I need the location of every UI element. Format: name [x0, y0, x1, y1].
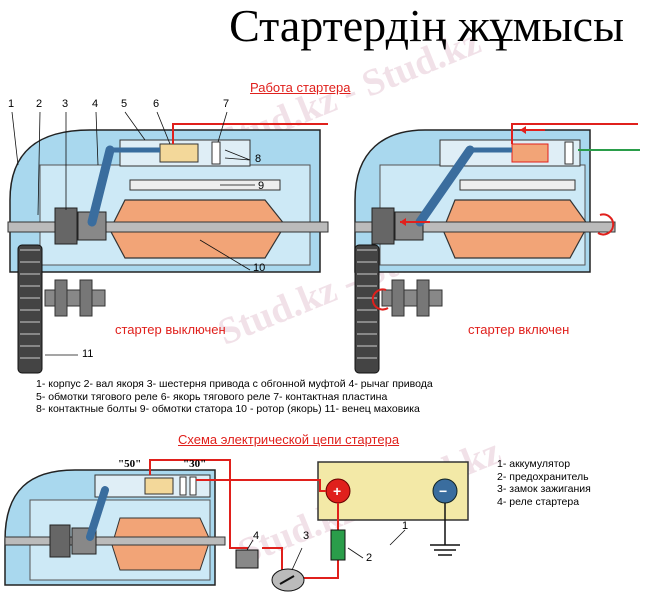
stator-winding-off — [129, 179, 281, 191]
circuit-legend-3: 3- замок зажигания — [497, 483, 591, 495]
callout-4: 4 — [92, 98, 99, 110]
legend-line-2: 5- обмотки тягового реле 6- якорь тягово… — [36, 390, 388, 403]
circuit-legend-1: 1- аккумулятор — [497, 458, 571, 470]
circuit-callout-2: 2 — [366, 552, 373, 564]
relay-armature-off — [159, 143, 199, 163]
battery-minus-sign: − — [439, 483, 447, 499]
callout-1: 1 — [8, 98, 15, 110]
rotation-arrow-2 — [371, 288, 389, 311]
ground-symbol — [430, 544, 460, 556]
red-wire-on — [511, 123, 638, 144]
wire-50-to-relay — [149, 459, 248, 549]
callout-7: 7 — [223, 98, 230, 110]
terminal-50-label: "50" — [118, 458, 142, 470]
legend-line-1: 1- корпус 2- вал якоря 3- шестерня приво… — [36, 378, 433, 390]
terminal-30-label: "30" — [183, 458, 207, 470]
armature-shaft-off — [7, 221, 329, 233]
fuse — [330, 529, 346, 561]
slide-title: Стартердің жұмысы — [229, 0, 624, 51]
battery-plus-sign: + — [333, 483, 341, 499]
drive-lever-off — [87, 145, 115, 227]
wire-fuse-down — [290, 560, 339, 579]
drive-lever-on — [415, 145, 475, 227]
contact-plate-off — [211, 141, 221, 165]
circuit-callout-3: 3 — [303, 530, 310, 542]
circuit-drawing — [4, 459, 469, 592]
drive-pinion-off — [54, 207, 78, 245]
callout-6: 6 — [153, 98, 160, 110]
circuit-legend: 1- аккумулятор 2- предохранитель 3- замо… — [497, 458, 591, 508]
callout-2: 2 — [36, 98, 43, 110]
circuit-heading: Схема электрической цепи стартера — [178, 432, 400, 447]
starter-on-label: стартер включен — [468, 322, 570, 337]
starter-off-label: стартер выключен — [115, 322, 226, 337]
starter-on-drawing — [354, 123, 640, 374]
crankshaft-off — [44, 289, 106, 307]
component-legend: 1- корпус 2- вал якоря 3- шестерня приво… — [36, 378, 433, 416]
callout-5: 5 — [121, 98, 128, 110]
legend-line-3: 8- контактные болты 9- обмотки статора 1… — [36, 403, 420, 415]
wire-relay-switch — [262, 547, 283, 570]
starter-operation-heading: Работа стартера — [250, 80, 351, 95]
rotation-arrow — [597, 213, 615, 236]
relay-armature-on — [511, 143, 549, 163]
circuit-callout-4: 4 — [253, 530, 260, 542]
drive-pinion-on — [371, 207, 395, 245]
wire-30-to-battery — [196, 479, 326, 492]
red-wire-off — [172, 123, 328, 144]
starter-off-drawing — [7, 111, 329, 374]
callout-3: 3 — [62, 98, 69, 110]
circuit-callout-1: 1 — [402, 520, 409, 532]
callout-9: 9 — [258, 180, 265, 192]
circuit-legend-4: 4- реле стартера — [497, 495, 580, 508]
callout-8: 8 — [255, 153, 262, 165]
callout-10: 10 — [253, 262, 266, 274]
callout-11: 11 — [82, 348, 94, 360]
circuit-legend-2: 2- предохранитель — [497, 470, 589, 483]
starter-relay — [235, 549, 259, 569]
